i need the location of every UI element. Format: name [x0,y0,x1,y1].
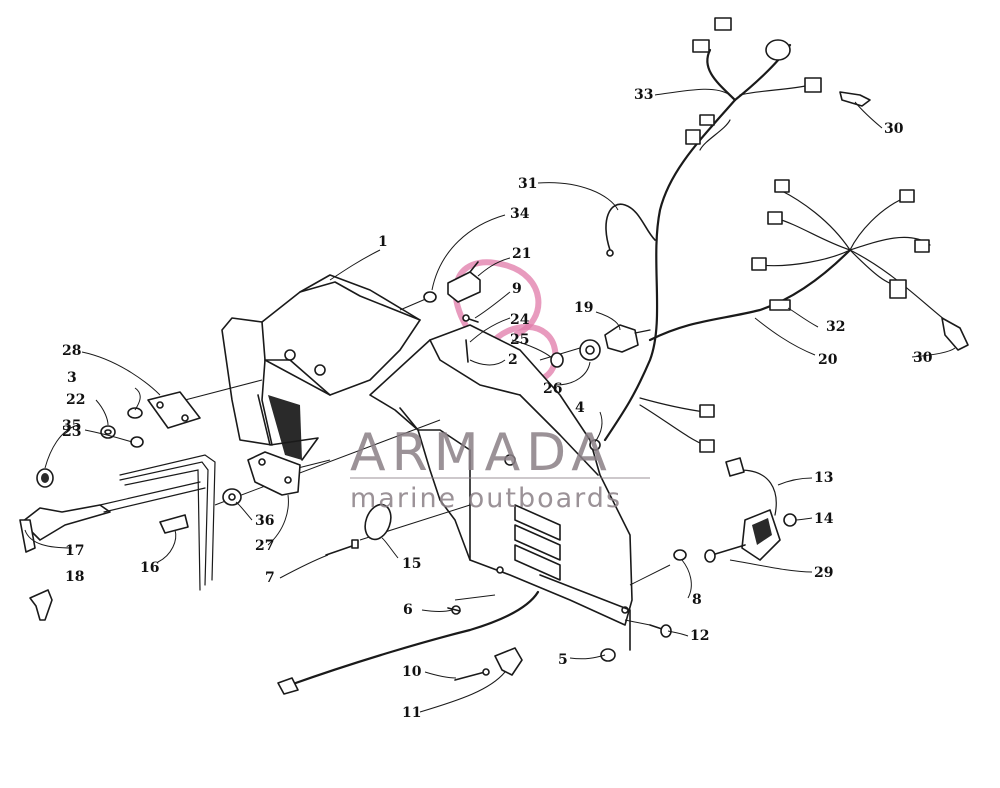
callout-21: 21 [512,246,531,262]
cable-clamp-31 [605,203,656,257]
nut-14 [783,513,797,527]
callout-10: 10 [402,664,422,680]
callout-34: 34 [510,206,530,222]
key-18 [29,589,53,621]
callout-12: 12 [690,628,709,644]
ground-cable [277,590,540,695]
washer-23 [130,436,144,448]
callout-14: 14 [814,511,834,527]
screw-6 [447,605,461,615]
light-socket-19 [604,324,651,353]
callout-16: 16 [140,560,159,576]
callout-1: 1 [378,234,388,250]
callout-22: 22 [66,392,85,408]
nut-5 [600,648,616,662]
callout-30-top: 30 [884,121,904,137]
callout-31: 31 [518,176,537,192]
toggle-switch-21 [447,261,481,303]
callout-25: 25 [510,332,529,348]
callout-13: 13 [814,470,833,486]
bolt-29 [704,544,746,563]
callout-28: 28 [62,343,81,359]
washer-25 [550,352,564,368]
screw-7 [325,539,359,556]
callout-leaders [24,88,956,713]
callout-3: 3 [67,370,77,386]
callout-30-right: 30 [913,350,933,366]
watermark-tagline: marine outboards [350,483,622,514]
clip-11 [494,647,523,676]
nut-22 [100,425,116,439]
callout-9: 9 [512,281,522,297]
callout-33: 33 [634,87,653,103]
washer-3 [127,407,143,419]
clip-16 [159,514,189,534]
callout-26: 26 [543,381,562,397]
pad-15 [364,503,392,541]
screw-9 [462,314,479,323]
callout-6: 6 [403,602,413,618]
harness-33 [685,17,871,151]
callout-35: 35 [62,418,81,434]
relay-13 [725,457,781,561]
callout-29: 29 [814,565,833,581]
washer-8 [673,549,687,561]
pin-24 [465,339,469,363]
callout-32: 32 [826,319,845,335]
washer-34 [423,291,437,303]
callout-18: 18 [65,569,84,585]
wiring-harness-20 [603,98,969,453]
grommet-35 [36,468,54,488]
nut-26 [579,339,601,361]
callout-24: 24 [510,312,530,328]
callout-5: 5 [558,652,568,668]
callout-27: 27 [255,538,274,554]
ignition-switch-17 [19,481,206,553]
callout-23: 23 [62,424,81,440]
console-housing [221,274,633,651]
callout-17: 17 [65,543,84,559]
callout-11: 11 [402,705,421,721]
callout-2: 2 [508,352,518,368]
callout-15: 15 [402,556,421,572]
callout-labels: 1 2 3 4 5 6 7 8 9 10 11 12 13 14 15 16 1… [62,87,933,721]
watermark-brand: ARMADA [350,423,613,483]
callout-19: 19 [574,300,593,316]
bracket-27 [247,451,301,496]
callout-4: 4 [575,400,585,416]
bolt-12 [649,624,672,638]
callout-20: 20 [818,352,838,368]
callout-7: 7 [265,570,275,586]
mounting-plate-28 [147,391,201,429]
callout-8: 8 [692,592,702,608]
watermark-text: ARMADA marine outboards [350,423,650,514]
tube-bundle [119,454,216,591]
nut-36 [222,488,242,506]
callout-36: 36 [255,513,274,529]
assembly-guide-lines [184,297,671,626]
screw-10 [454,668,490,681]
